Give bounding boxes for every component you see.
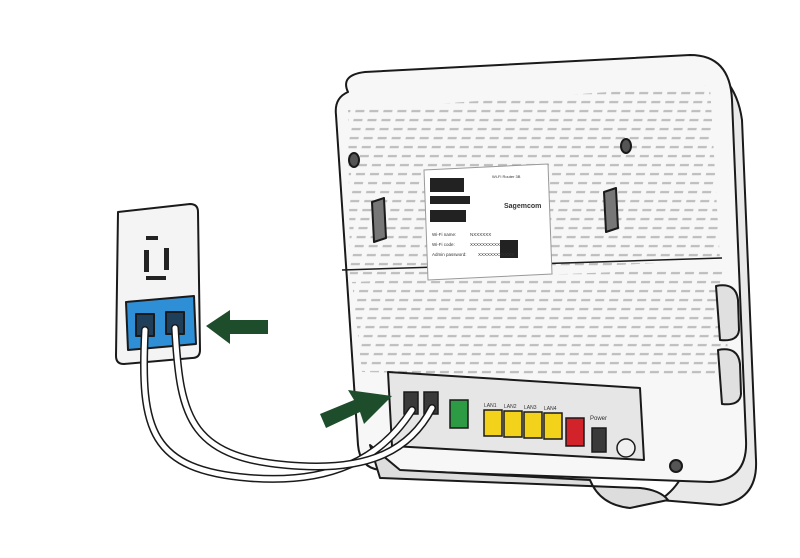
cables <box>139 324 436 483</box>
lan-port-1[interactable] <box>483 409 503 437</box>
lan-port-3[interactable] <box>523 411 543 439</box>
hanger-slot-left <box>371 197 387 243</box>
arrow-to-dsl-port <box>320 390 392 428</box>
side-screw <box>669 459 683 473</box>
label-wifi-code-label: Wi-Fi code: <box>432 242 455 247</box>
port-labels: LAN1 LAN2 LAN3 LAN4 Power <box>484 403 607 422</box>
lan-port-2[interactable] <box>503 410 523 438</box>
hanger-slot-right <box>603 187 619 233</box>
cable-2 <box>172 325 435 469</box>
label-admin-label: Admin password: <box>432 252 467 257</box>
lower-vent-area <box>352 268 730 380</box>
label-admin-value: XXXXXXXXXXXX <box>478 252 514 257</box>
power-button[interactable] <box>616 438 636 458</box>
lan1-label: LAN1 <box>484 403 497 409</box>
cable-1 <box>141 327 415 482</box>
phone-port[interactable] <box>565 417 585 447</box>
power-label: Power <box>590 416 607 422</box>
label-header: Wi-Fi Router 3B <box>492 174 521 179</box>
lan-port-4[interactable] <box>543 412 563 440</box>
label-brand: Sagemcom <box>504 203 541 210</box>
lan4-label: LAN4 <box>544 406 557 412</box>
label-wifi-code-value: XXXXXXXXXX <box>470 242 500 247</box>
lan3-label: LAN3 <box>524 405 537 411</box>
mount-hole-left <box>348 152 360 168</box>
wps-button[interactable] <box>717 348 742 406</box>
label-plate: Wi-Fi Router 3B Sagemcom Wi-Fi name: NXX… <box>423 163 553 281</box>
router-stand <box>369 444 669 509</box>
power-jack[interactable] <box>591 427 607 453</box>
router <box>334 54 758 509</box>
arrow-left-icon <box>206 310 268 344</box>
mount-hole-right <box>620 138 632 154</box>
wall-outlet <box>115 203 201 365</box>
power-outlet-icon <box>144 236 169 280</box>
wan-port[interactable] <box>449 399 469 429</box>
label-wifi-name-value: NXXXXXX <box>470 232 491 237</box>
wifi-button[interactable] <box>715 284 740 342</box>
label-wifi-name-label: Wi-Fi name: <box>432 232 456 237</box>
lan2-label: LAN2 <box>504 404 517 410</box>
